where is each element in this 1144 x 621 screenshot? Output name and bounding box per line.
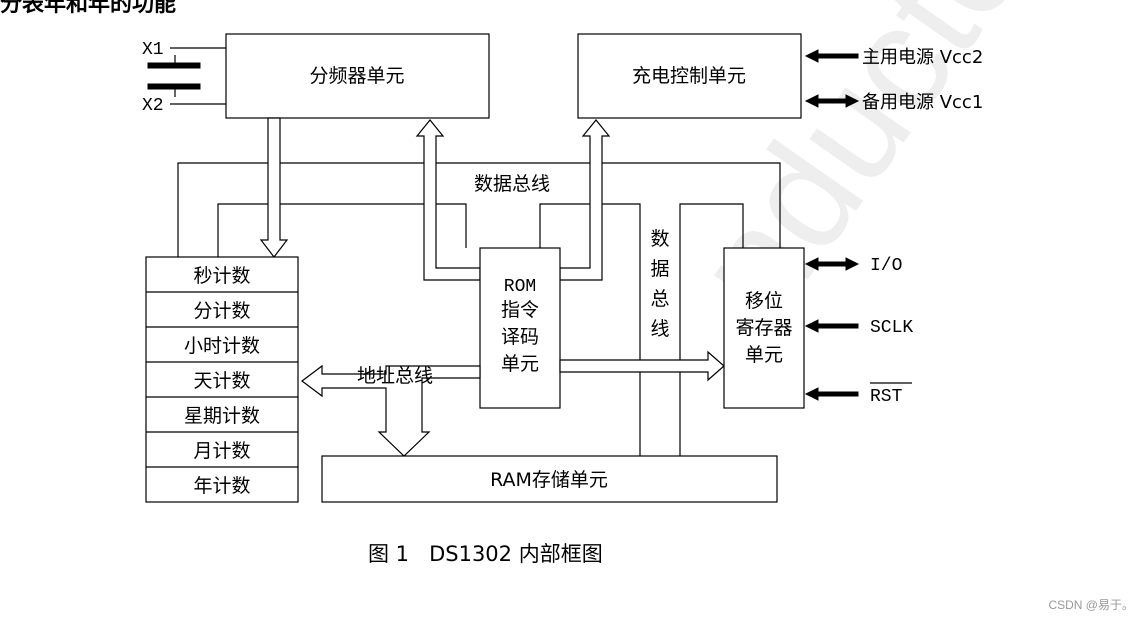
ram-storage-box xyxy=(321,455,778,503)
svg-text:据: 据 xyxy=(650,258,669,280)
io-bidirectional-arrow xyxy=(804,257,860,271)
shift-register-box xyxy=(723,247,805,409)
data-bus-outer-line xyxy=(177,162,781,257)
svg-text:单元: 单元 xyxy=(501,353,539,375)
divider-unit-label: 分频器单元 xyxy=(309,65,404,87)
data-bus-vertical-label: 数 据 总 线 xyxy=(650,228,669,340)
counter-year: 年计数 xyxy=(193,475,250,497)
counter-seconds: 秒计数 xyxy=(193,265,250,287)
vcc1-bidirectional-arrow xyxy=(804,94,860,108)
figure-number: 图 1 xyxy=(368,542,410,566)
svg-text:单元: 单元 xyxy=(745,344,783,366)
counter-stack-box xyxy=(145,256,299,503)
address-bus-arrow xyxy=(301,364,481,457)
sclk-pin-label: SCLK xyxy=(870,318,913,338)
crystal-plate-top xyxy=(147,62,201,69)
vcc2-label: 主用电源 Vcc2 xyxy=(862,47,983,68)
charge-control-label: 充电控制单元 xyxy=(632,65,746,87)
vcc1-label: 备用电源 Vcc1 xyxy=(862,92,983,113)
pin-label-x1: X1 xyxy=(142,40,164,60)
data-bus-top-label: 数据总线 xyxy=(474,173,550,195)
rom-to-divider-arrow xyxy=(415,119,481,281)
figure-title: DS1302 内部框图 xyxy=(429,542,603,566)
io-pin-label: I/O xyxy=(870,256,902,276)
top-text-fragment: 分表年和年的功能 xyxy=(0,0,177,17)
charge-control-box xyxy=(577,33,802,119)
rst-pin-label: RST xyxy=(870,387,903,407)
rom-decode-box xyxy=(479,247,561,409)
crystal-oscillator: X1 X2 xyxy=(142,40,226,116)
ram-storage-label: RAM存储单元 xyxy=(490,469,608,491)
pin-label-x2: X2 xyxy=(142,96,164,116)
sclk-input-arrow xyxy=(804,319,859,333)
svg-text:寄存器: 寄存器 xyxy=(735,317,792,339)
svg-text:移位: 移位 xyxy=(745,290,783,312)
crystal-plate-bottom xyxy=(147,83,201,90)
figure-caption: 图 1 DS1302 内部框图 xyxy=(368,538,603,568)
shift-register-label: 移位 寄存器 单元 xyxy=(735,290,792,366)
data-bus-shift-line xyxy=(679,203,744,456)
vcc2-input-arrow xyxy=(804,49,859,63)
divider-unit-box xyxy=(225,33,490,119)
svg-text:译码: 译码 xyxy=(501,326,539,348)
svg-text:ROM: ROM xyxy=(504,277,536,297)
divider-to-seconds-arrow xyxy=(259,117,289,258)
address-bus-label: 地址总线 xyxy=(357,365,433,387)
counter-hours: 小时计数 xyxy=(184,335,260,357)
rom-to-shift-arrow xyxy=(559,350,725,382)
rst-input-arrow xyxy=(804,387,859,401)
svg-text:总: 总 xyxy=(650,288,669,310)
csdn-credit: CSDN @易于。 xyxy=(1048,598,1134,612)
counter-minutes: 分计数 xyxy=(193,300,250,322)
counter-stack: 秒计数 分计数 小时计数 天计数 星期计数 月计数 年计数 xyxy=(145,256,299,503)
counter-month: 月计数 xyxy=(193,440,250,462)
rom-decode-label: ROM 指令 译码 单元 xyxy=(501,277,539,375)
svg-text:指令: 指令 xyxy=(501,299,539,321)
rom-to-charge-arrow xyxy=(559,119,611,281)
data-bus-inner-line xyxy=(217,203,467,257)
svg-text:数: 数 xyxy=(650,228,669,250)
counter-weekday: 星期计数 xyxy=(184,405,260,427)
counter-days: 天计数 xyxy=(193,370,250,392)
svg-text:线: 线 xyxy=(650,318,669,340)
